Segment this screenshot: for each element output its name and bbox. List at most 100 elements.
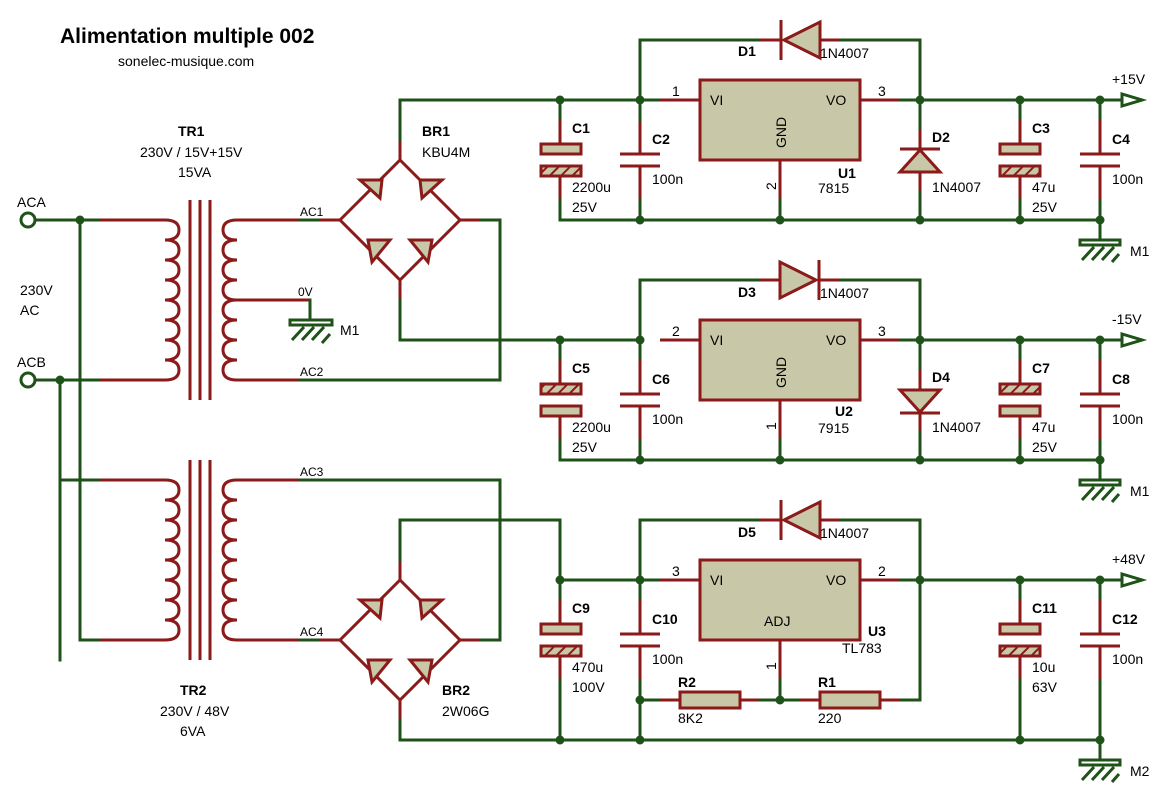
page-title: Alimentation multiple 002 (60, 25, 314, 48)
br1-value: KBU4M (422, 144, 470, 160)
u2-pin-in: 2 (672, 323, 680, 339)
d2-value: 1N4007 (932, 179, 981, 195)
u1-ref: U1 (838, 165, 856, 181)
d5-ref: D5 (738, 524, 756, 540)
diode-d2: D2 1N4007 (896, 98, 981, 222)
transformer-tr2: TR2 230V / 48V 6VA (100, 460, 238, 739)
regulator-u1: VI VO GND 1 3 2 U1 7815 (672, 78, 886, 222)
c11-voltage: 63V (1032, 679, 1058, 695)
capacitor-c3: C3 47u 25V (998, 98, 1058, 222)
u3-pin-out: 2 (878, 563, 886, 579)
ground-label-m1: M1 (340, 322, 360, 338)
u1-vi-label: VI (710, 92, 723, 108)
c12-ref: C12 (1112, 611, 1138, 627)
tr2-spec: 230V / 48V (160, 703, 230, 719)
c10-ref: C10 (652, 611, 678, 627)
output-pos48v: +48V (1112, 551, 1148, 589)
u1-vo-label: VO (826, 92, 846, 108)
c2-value: 100n (652, 171, 683, 187)
capacitor-c4: C4 100n (1080, 98, 1143, 242)
capacitor-c5: C5 2200u 25V (539, 338, 611, 462)
capacitor-c9: C9 470u 100V (539, 578, 605, 742)
u1-pin-in: 1 (672, 83, 680, 99)
acb-terminal (19, 371, 37, 389)
u3-pin-in: 3 (672, 563, 680, 579)
u2-gnd-label: GND (773, 357, 789, 388)
ground-symbol-m1-rail2: M1 (1078, 478, 1150, 503)
c9-voltage: 100V (572, 679, 605, 695)
c6-ref: C6 (652, 371, 670, 387)
ground-symbol-m2: M2 (1078, 758, 1150, 783)
diode-d4: D4 1N4007 (896, 338, 981, 462)
r2-ref: R2 (678, 674, 696, 690)
capacitor-c2: C2 100n (620, 98, 683, 222)
d1-ref: D1 (738, 43, 756, 59)
mains-type-label: AC (20, 302, 39, 318)
net-ac3: AC3 (300, 465, 324, 479)
c3-ref: C3 (1032, 120, 1050, 136)
net-ac2: AC2 (300, 365, 324, 379)
mains-voltage-label: 230V (20, 282, 53, 298)
c8-ref: C8 (1112, 371, 1130, 387)
u2-value: 7915 (818, 420, 849, 436)
c6-value: 100n (652, 411, 683, 427)
bridge-br2: BR2 2W06G (337, 560, 489, 720)
aca-label: ACA (17, 194, 46, 210)
c4-ref: C4 (1112, 131, 1130, 147)
u2-vo-label: VO (826, 332, 846, 348)
c8-value: 100n (1112, 411, 1143, 427)
c12-value: 100n (1112, 651, 1143, 667)
page-subtitle: sonelec-musique.com (118, 53, 254, 69)
d4-ref: D4 (932, 369, 950, 385)
tr1-spec: 230V / 15V+15V (140, 144, 243, 160)
capacitor-c1: C1 2200u 25V (539, 118, 611, 222)
capacitor-c11: C11 10u 63V (998, 578, 1058, 742)
diode-d5: D5 1N4007 (738, 499, 869, 541)
c1-ref: C1 (572, 120, 590, 136)
output-label-pos48v: +48V (1112, 551, 1146, 567)
net-ac1: AC1 (300, 205, 324, 219)
d2-ref: D2 (932, 129, 950, 145)
c9-value: 470u (572, 659, 603, 675)
ground-symbol-m1-rail1: M1 (1078, 238, 1150, 263)
ground-label-m2: M2 (1130, 763, 1150, 779)
r2-value: 8K2 (678, 710, 703, 726)
transformer-tr1: TR1 230V / 15V+15V 15VA (100, 123, 243, 400)
capacitor-c12: C12 100n (1080, 578, 1143, 762)
input-acb: ACB (17, 354, 46, 389)
c3-value: 47u (1032, 179, 1055, 195)
tr1-ref: TR1 (178, 123, 205, 139)
u1-pin-out: 3 (878, 83, 886, 99)
br1-ref: BR1 (422, 123, 450, 139)
input-aca: ACA (17, 194, 46, 229)
u3-value: TL783 (842, 640, 882, 656)
output-pos15v: +15V (1112, 71, 1148, 109)
c1-voltage: 25V (572, 199, 598, 215)
u1-value: 7815 (818, 180, 849, 196)
c7-voltage: 25V (1032, 439, 1058, 455)
capacitor-c10: C10 100n (620, 578, 683, 742)
bridge-br1: BR1 KBU4M (337, 123, 480, 300)
r1-value: 220 (818, 710, 842, 726)
u1-gnd-label: GND (773, 117, 789, 148)
u3-pin-adj: 1 (763, 662, 779, 670)
c11-value: 10u (1032, 659, 1055, 675)
net-0v: 0V (298, 285, 313, 299)
c10-value: 100n (652, 651, 683, 667)
tr2-ref: TR2 (180, 682, 207, 698)
u3-ref: U3 (868, 623, 886, 639)
u1-pin-gnd: 2 (763, 182, 779, 190)
br2-ref: BR2 (442, 682, 470, 698)
br2-value: 2W06G (442, 703, 489, 719)
capacitor-c7: C7 47u 25V (998, 338, 1058, 462)
d5-value: 1N4007 (820, 525, 869, 541)
d1-value: 1N4007 (820, 45, 869, 61)
resistor-r1: R1 220 (800, 674, 900, 726)
capacitor-c6: C6 100n (620, 338, 683, 462)
output-label-pos15v: +15V (1112, 71, 1146, 87)
c2-ref: C2 (652, 131, 670, 147)
diode-d3: D3 1N4007 (738, 259, 869, 301)
output-label-neg15v: -15V (1112, 311, 1142, 327)
capacitor-c8: C8 100n (1080, 338, 1143, 482)
acb-label: ACB (17, 354, 46, 370)
